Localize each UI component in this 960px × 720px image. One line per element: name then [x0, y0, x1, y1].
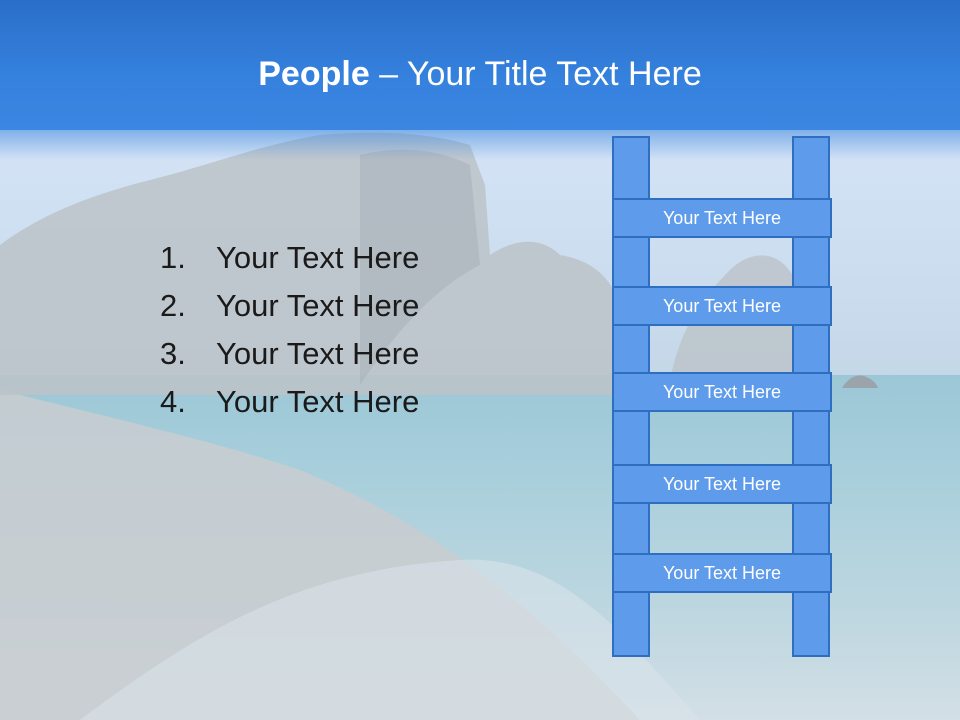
slide-title: People – Your Title Text Here [0, 52, 960, 96]
ladder-step-4: Your Text Here [612, 464, 832, 504]
small-rock [842, 375, 878, 388]
list-number: 4. [160, 384, 186, 419]
title-rest: – Your Title Text Here [369, 55, 702, 93]
list-number: 3. [160, 336, 186, 371]
list-number: 1. [160, 240, 186, 275]
ladder-step-1: Your Text Here [612, 198, 832, 238]
numbered-list: 1. Your Text Here 2. Your Text Here 3. Your… [160, 234, 419, 426]
title-bold: People [258, 55, 370, 93]
rock-cliff [0, 132, 630, 395]
title-bar [0, 0, 960, 130]
list-text: Your Text Here [216, 384, 420, 419]
ladder-step-2: Your Text Here [612, 286, 832, 326]
list-text: Your Text Here [216, 240, 420, 275]
list-text: Your Text Here [216, 288, 420, 323]
list-item: 3. Your Text Here [160, 330, 419, 378]
list-item: 4. Your Text Here [160, 378, 419, 426]
rock-and-beach-illustration [0, 390, 700, 720]
list-number: 2. [160, 288, 186, 323]
list-item: 2. Your Text Here [160, 282, 419, 330]
list-text: Your Text Here [216, 336, 420, 371]
ladder-step-5: Your Text Here [612, 553, 832, 593]
list-item: 1. Your Text Here [160, 234, 419, 282]
ladder-step-3: Your Text Here [612, 372, 832, 412]
